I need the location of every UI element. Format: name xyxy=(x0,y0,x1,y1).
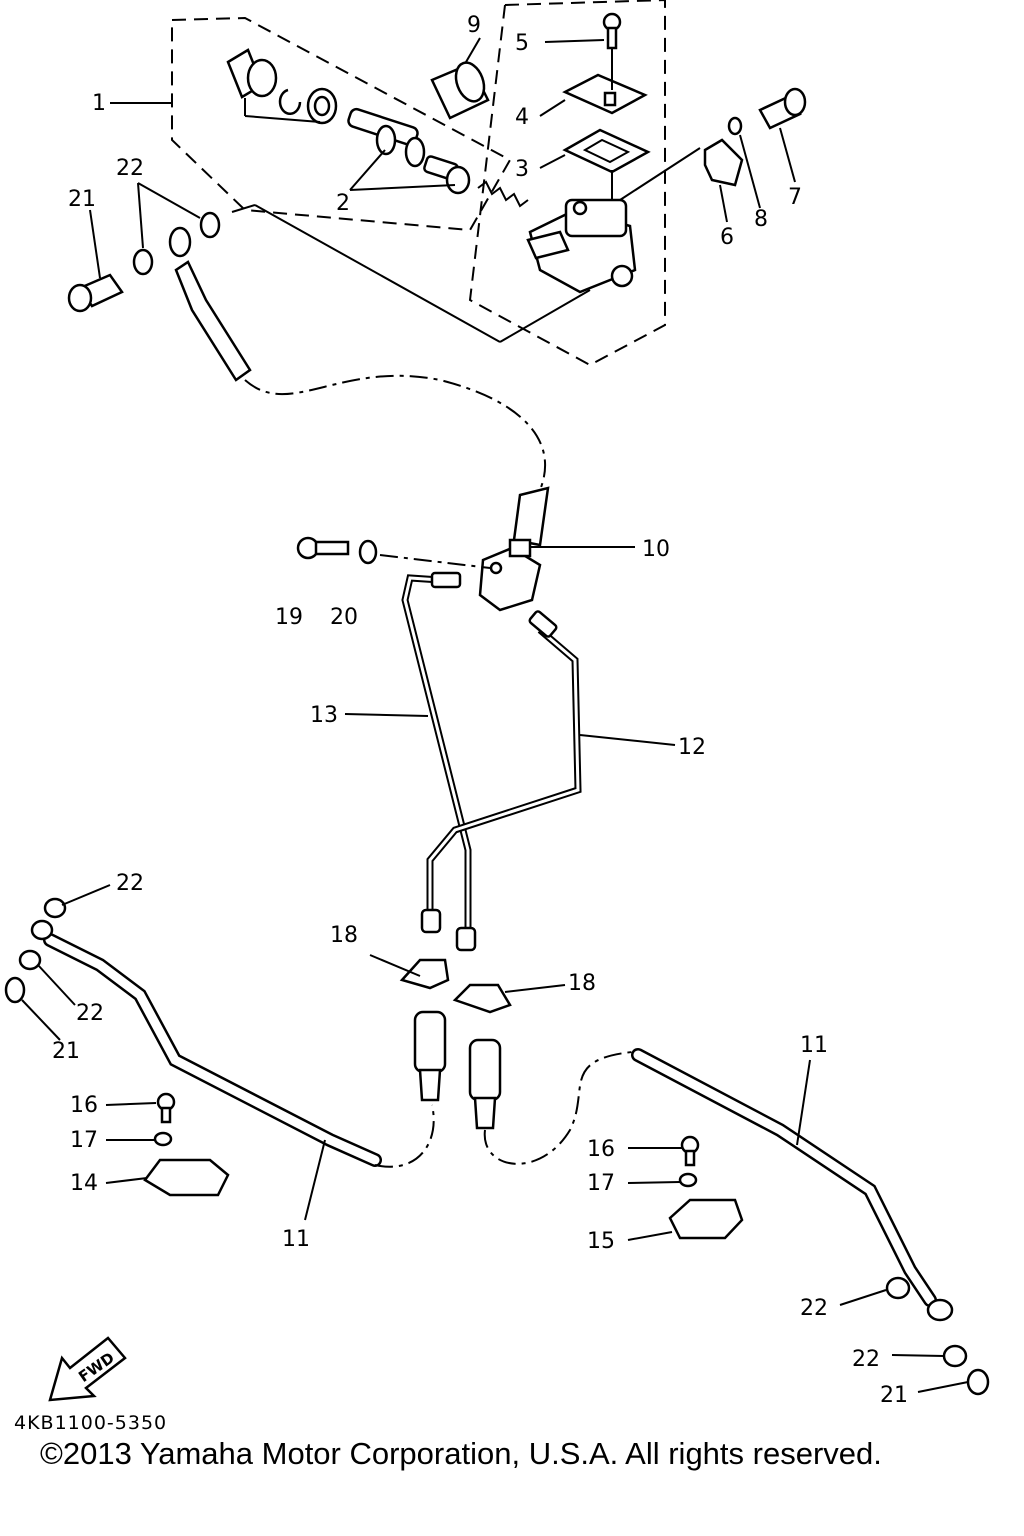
copper-washer-upper-b xyxy=(199,211,221,239)
washer-right-a xyxy=(885,1276,911,1300)
callout-16-left: 16 xyxy=(70,1093,98,1118)
hose-clip-right xyxy=(452,983,512,1014)
master-cylinder-kit-outline xyxy=(171,0,666,367)
callout-19: 19 xyxy=(275,605,303,630)
washer-left-c xyxy=(18,949,42,971)
washer-right-b xyxy=(942,1344,968,1368)
piston-spring xyxy=(477,180,529,208)
left-hose-route xyxy=(374,1104,435,1168)
bolt-16-left xyxy=(156,1092,176,1124)
reservoir-cover xyxy=(562,73,648,115)
lower-hose-left-fitting xyxy=(413,1010,447,1102)
callout-18-left: 18 xyxy=(330,923,358,948)
upper-hose-route xyxy=(244,374,546,491)
brake-hose-left xyxy=(43,933,382,1167)
right-hose-route xyxy=(483,1051,633,1165)
callout-8: 8 xyxy=(754,207,768,232)
hose-clip-left xyxy=(399,958,450,990)
pipe-fittings xyxy=(420,571,558,952)
lower-hose-right-fitting xyxy=(468,1038,502,1130)
sleeve xyxy=(430,61,490,120)
brake-hose-right xyxy=(631,1048,937,1307)
bracket-right xyxy=(668,1198,744,1240)
copyright-notice: ©2013 Yamaha Motor Corporation, U.S.A. A… xyxy=(40,1436,882,1471)
callout-17-left: 17 xyxy=(70,1128,98,1153)
callout-2: 2 xyxy=(336,191,350,216)
washer-left-b xyxy=(30,919,54,941)
callout-21-upper: 21 xyxy=(68,187,96,212)
brake-pipe-12 xyxy=(426,627,582,912)
joint-bolt-axis xyxy=(379,554,491,569)
diaphragm xyxy=(562,128,651,174)
bolt-16-right xyxy=(680,1135,700,1167)
hose-fitting-joint xyxy=(512,486,550,547)
forward-direction-arrow: FWD xyxy=(48,1336,127,1402)
callout-11-right: 11 xyxy=(800,1033,828,1058)
callout-22-right-bottom: 22 xyxy=(852,1347,880,1372)
callout-4: 4 xyxy=(515,105,529,130)
piston-assembly xyxy=(347,107,471,195)
joint-bolt xyxy=(296,536,350,560)
washer-17-left xyxy=(153,1131,173,1147)
bracket-left xyxy=(143,1158,230,1197)
callout-16-right: 16 xyxy=(587,1137,615,1162)
holder-washer xyxy=(727,116,743,136)
top-leader-lines xyxy=(231,48,701,343)
callout-17-right: 17 xyxy=(587,1171,615,1196)
circlip xyxy=(278,88,302,115)
callout-21-left: 21 xyxy=(52,1039,80,1064)
callout-15: 15 xyxy=(587,1229,615,1254)
callout-14: 14 xyxy=(70,1171,98,1196)
washer-left-a xyxy=(43,897,67,919)
master-cylinder-cap xyxy=(226,48,278,99)
callout-3: 3 xyxy=(515,157,529,182)
callout-20: 20 xyxy=(330,605,358,630)
callout-10: 10 xyxy=(642,537,670,562)
joint-washer xyxy=(358,539,378,565)
banjo-bolt-right xyxy=(966,1368,990,1396)
callout-18-right: 18 xyxy=(568,971,596,996)
callout-5: 5 xyxy=(515,31,529,56)
callout-13: 13 xyxy=(310,703,338,728)
catalog-code: 4KB1100-5350 xyxy=(14,1412,168,1434)
master-cylinder-body xyxy=(526,198,637,294)
screw xyxy=(602,12,622,50)
brake-hose-joint xyxy=(478,538,542,612)
callout-22-right-top: 22 xyxy=(800,1296,828,1321)
banjo-bolt-left xyxy=(4,976,26,1004)
callout-11-left: 11 xyxy=(282,1227,310,1252)
copper-washer-upper-a xyxy=(132,248,154,276)
callout-22-upper: 22 xyxy=(116,156,144,181)
holder-bolt xyxy=(758,87,807,130)
callout-21-right: 21 xyxy=(880,1383,908,1408)
brake-pipe-13 xyxy=(401,574,472,930)
callout-22-left-top: 22 xyxy=(116,871,144,896)
callout-6: 6 xyxy=(720,225,734,250)
callout-9: 9 xyxy=(467,13,481,38)
callout-labels: 1 2 3 4 5 6 7 8 9 10 11 11 12 13 14 15 1… xyxy=(52,13,908,1408)
callout-1: 1 xyxy=(92,91,106,116)
callout-22-left-bottom: 22 xyxy=(76,1001,104,1026)
upper-hose xyxy=(168,226,252,382)
banjo-right xyxy=(926,1298,954,1322)
banjo-bolt-upper xyxy=(67,273,124,313)
callout-leaders xyxy=(21,37,969,1393)
callout-7: 7 xyxy=(788,185,802,210)
washer-17-right xyxy=(678,1172,698,1188)
holder xyxy=(703,138,744,187)
callout-12: 12 xyxy=(678,735,706,760)
cup-washer xyxy=(306,87,338,125)
